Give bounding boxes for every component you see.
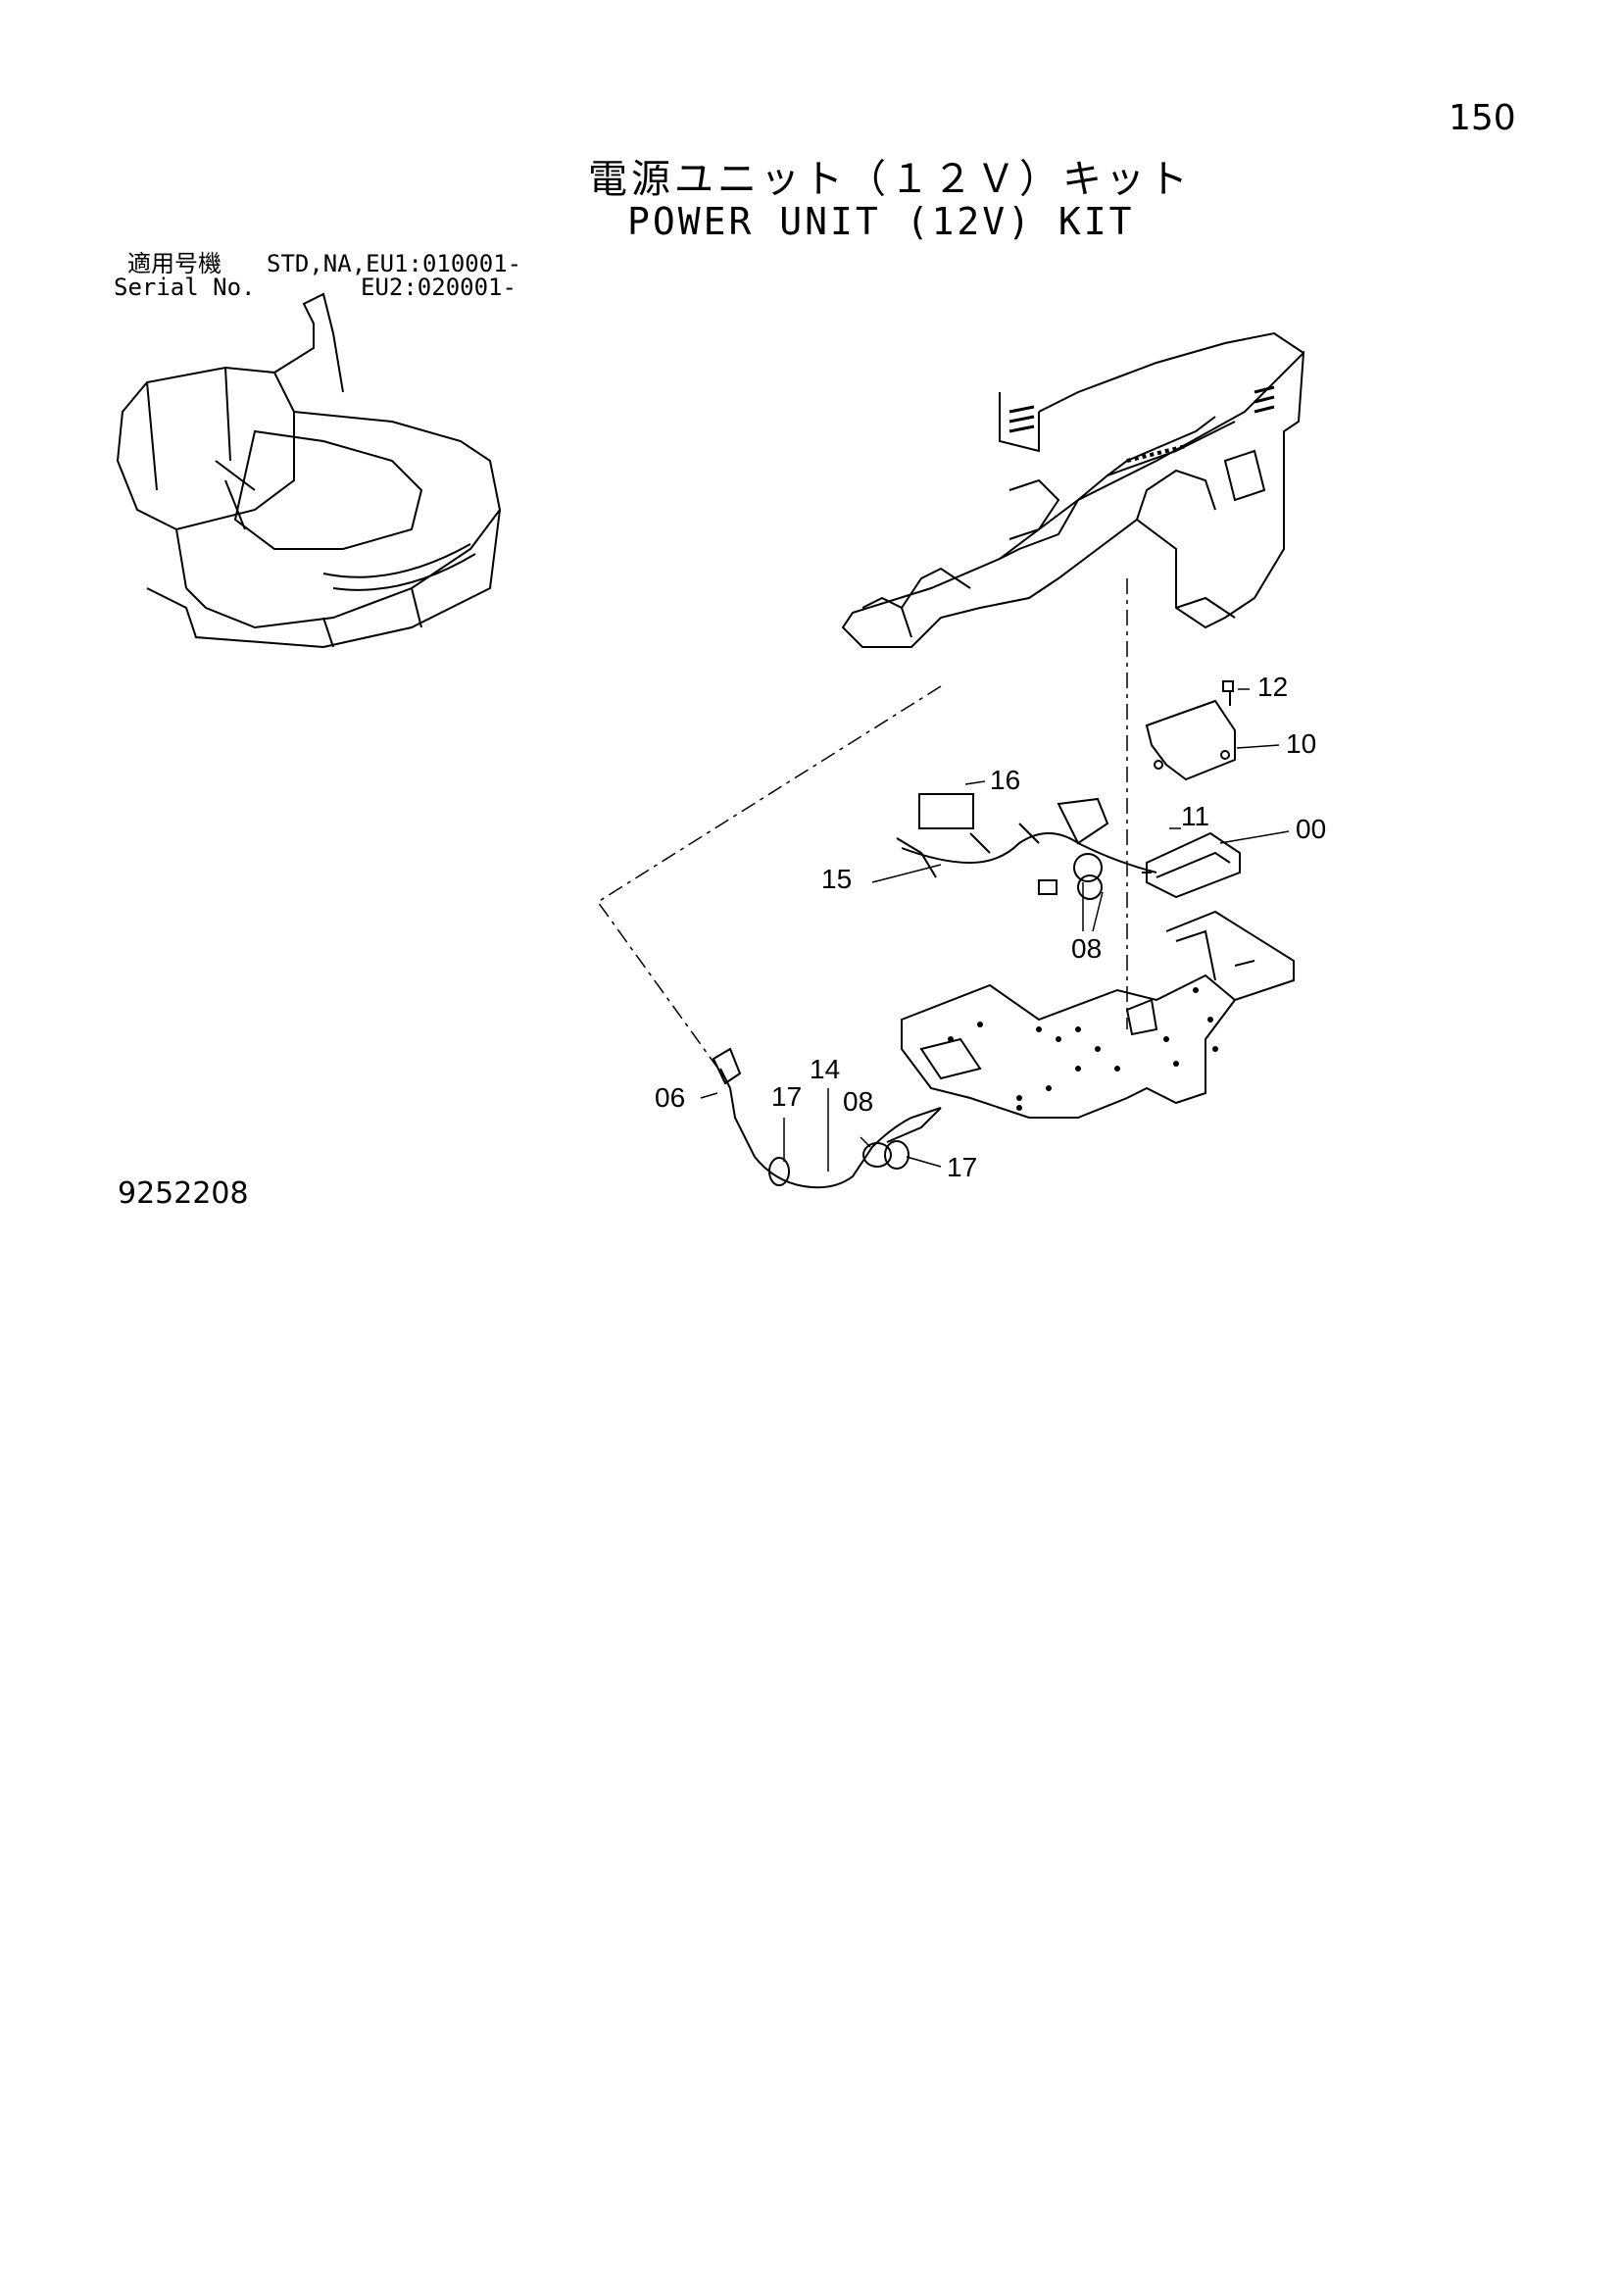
floor-plate	[901, 910, 1295, 1119]
callout-08-upper: 08	[1071, 933, 1102, 964]
power-cable	[712, 1047, 942, 1189]
serial-label-english: Serial No.	[114, 274, 256, 301]
title-japanese: 電源ユニット（１２Ｖ）キット	[588, 157, 1192, 202]
serial-label-japanese: 適用号機	[127, 250, 221, 277]
serial-value-2: EU2:020001-	[361, 274, 516, 301]
callout-17-right: 17	[947, 1152, 977, 1182]
wire-harness	[896, 793, 1157, 900]
callout-15: 15	[821, 864, 852, 894]
callout-16: 16	[990, 765, 1020, 795]
callout-10: 10	[1286, 728, 1316, 759]
excavator-overview	[116, 292, 502, 649]
power-unit	[1142, 831, 1241, 899]
callout-14: 14	[810, 1054, 840, 1084]
title-english: POWER UNIT (12V) KIT	[627, 200, 1135, 243]
drawing-number: 9252208	[118, 1176, 249, 1211]
callout-08-lower: 08	[843, 1086, 873, 1117]
callout-06: 06	[655, 1082, 685, 1113]
callout-11: 11	[1181, 801, 1209, 831]
callout-leaders	[700, 688, 1290, 1172]
dashboard-frame	[841, 331, 1305, 648]
callout-00: 00	[1296, 814, 1326, 844]
cover-plate	[1145, 680, 1236, 781]
leader-dashed-line	[596, 685, 942, 1079]
callout-12: 12	[1257, 672, 1288, 702]
callout-labels: 12 10 16 11 00 15 08 06 14 17 08 17	[655, 672, 1326, 1182]
serial-value-1: STD,NA,EU1:010001-	[267, 250, 522, 277]
callout-17-left: 17	[771, 1081, 802, 1112]
page-number: 150	[1449, 98, 1516, 138]
